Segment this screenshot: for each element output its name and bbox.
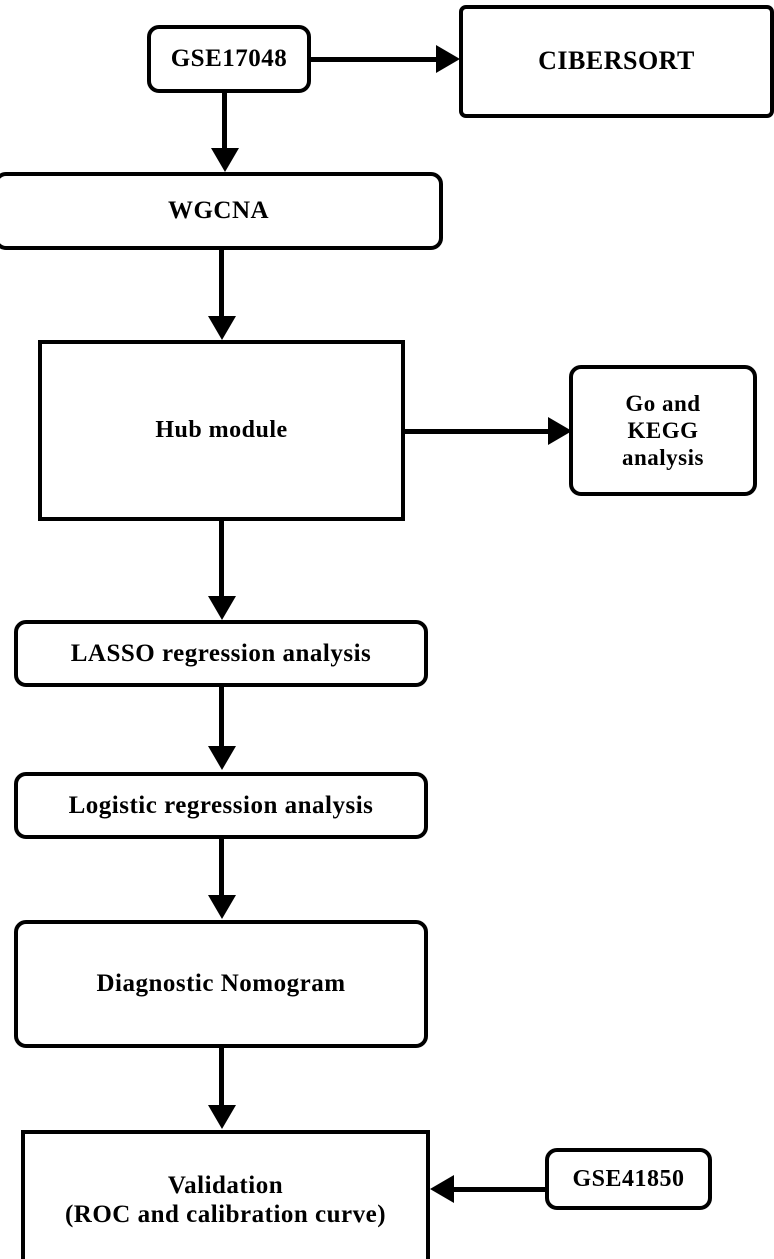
node-validation-line1: Validation [167, 1171, 284, 1199]
edge-lasso-to-logistic-arrowhead [208, 746, 236, 770]
node-gse17048[interactable]: GSE17048 [147, 25, 311, 93]
edge-gse17048-to-wgcna-arrowhead [211, 148, 239, 172]
edge-nomogram-to-validation-arrowhead [208, 1105, 236, 1129]
edge-gse41850-to-validation-arrowhead [430, 1175, 454, 1203]
edge-hub-module-to-go-kegg-line [402, 429, 552, 434]
node-diagnostic-nomogram-label: Diagnostic Nomogram [96, 970, 346, 998]
node-gse41850[interactable]: GSE41850 [545, 1148, 712, 1210]
node-lasso-regression[interactable]: LASSO regression analysis [14, 620, 428, 687]
node-validation-line2: (ROC and calibration curve) [64, 1201, 387, 1228]
node-diagnostic-nomogram[interactable]: Diagnostic Nomogram [14, 920, 428, 1048]
edge-gse17048-to-wgcna-line [222, 90, 227, 152]
node-gse17048-label: GSE17048 [170, 45, 288, 73]
edge-logistic-to-nomogram-arrowhead [208, 895, 236, 919]
edge-hub-module-to-go-kegg-arrowhead [548, 417, 572, 445]
edge-logistic-to-nomogram-line [219, 836, 224, 898]
node-hub-module-label: Hub module [155, 417, 288, 444]
node-validation[interactable]: Validation (ROC and calibration curve) [21, 1130, 430, 1259]
edge-lasso-to-logistic-line [219, 684, 224, 748]
node-lasso-regression-label: LASSO regression analysis [70, 639, 372, 667]
edge-gse41850-to-validation-line [452, 1187, 548, 1192]
node-go-kegg-analysis[interactable]: Go and KEGG analysis [569, 365, 757, 496]
node-cibersort-label: CIBERSORT [538, 46, 695, 76]
edge-wgcna-to-hub-module-arrowhead [208, 316, 236, 340]
node-hub-module[interactable]: Hub module [38, 340, 405, 521]
edge-gse17048-to-cibersort-arrowhead [436, 45, 460, 73]
node-logistic-regression-label: Logistic regression analysis [68, 791, 374, 819]
node-go-kegg-line2: KEGG [627, 417, 699, 443]
edge-wgcna-to-hub-module-line [219, 247, 224, 319]
edge-hub-module-to-lasso-arrowhead [208, 596, 236, 620]
node-validation-lines: Validation (ROC and calibration curve) [25, 1171, 426, 1230]
edge-gse17048-to-cibersort-line [308, 57, 440, 62]
node-gse41850-label: GSE41850 [572, 1165, 685, 1192]
node-wgcna[interactable]: WGCNA [0, 172, 443, 250]
node-go-kegg-line3: analysis [622, 445, 704, 471]
node-go-kegg-lines: Go and KEGG analysis [573, 390, 753, 471]
node-wgcna-label: WGCNA [167, 197, 270, 225]
node-cibersort[interactable]: CIBERSORT [459, 5, 774, 118]
node-logistic-regression[interactable]: Logistic regression analysis [14, 772, 428, 839]
node-go-kegg-line1: Go and [625, 390, 701, 416]
edge-hub-module-to-lasso-line [219, 518, 224, 599]
edge-nomogram-to-validation-line [219, 1045, 224, 1107]
